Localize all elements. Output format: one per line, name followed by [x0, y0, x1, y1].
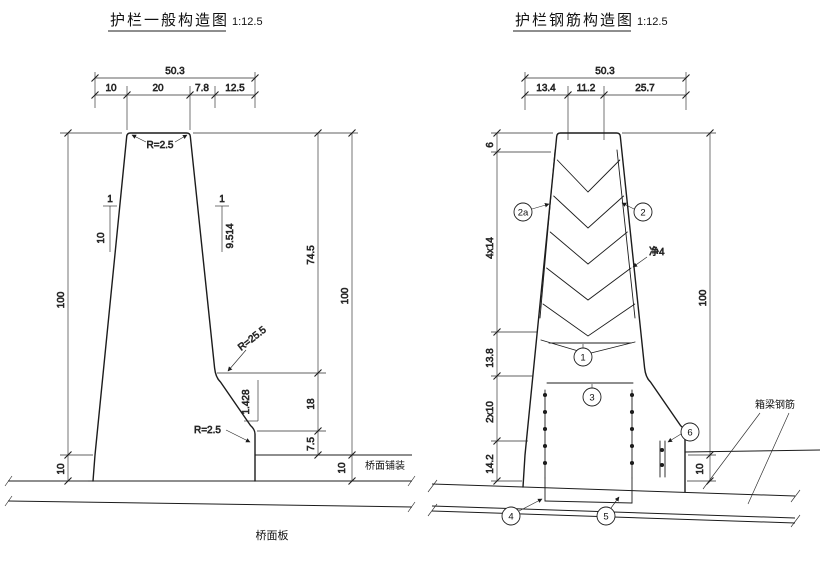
radius-bottom-label: R=2.5 — [194, 425, 221, 436]
right-dim-100: 100 — [698, 289, 709, 306]
left-dim-height-100: 100 — [56, 291, 67, 308]
clear-spacing-note: 净4 — [632, 245, 665, 268]
rebar-mark-2a: 2a — [513, 202, 550, 222]
svg-text:4: 4 — [508, 512, 513, 523]
rebar-mark-1: 1 — [573, 344, 593, 367]
girder-leader-line — [702, 412, 761, 490]
reinforcement-bars — [539, 149, 666, 504]
slope-right-rise: 1 — [219, 194, 225, 205]
right-barrier-outline — [522, 132, 686, 493]
left-dim-right-100: 100 — [340, 287, 351, 304]
right-dim-seg-2: 25.7 — [635, 83, 655, 94]
deck-slab-label: 桥面板 — [256, 528, 289, 542]
left-diagram-scale: 1:12.5 — [232, 16, 263, 28]
left-dim-7-5: 7.5 — [306, 437, 317, 451]
rebar-mark-2: 2 — [621, 202, 653, 222]
left-dim-seg-3: 12.5 — [225, 83, 245, 94]
pavement-label: 桥面铺装 — [365, 459, 405, 472]
left-dim-embed-10: 10 — [56, 463, 67, 475]
break-mark — [790, 489, 801, 503]
break-mark — [407, 475, 416, 487]
left-slope-annotations: 1 10 1 9.514 — [96, 194, 236, 252]
right-diagram-scale: 1:12.5 — [637, 16, 668, 28]
rebar-mark-6: 6 — [667, 422, 700, 443]
break-mark — [4, 495, 13, 507]
right-diagram: 护栏钢筋构造图 1:12.5 50.3 13.4 11.2 25.7 — [427, 12, 821, 528]
left-diagram-title: 护栏一般构造图 — [110, 12, 229, 29]
left-diagram: 护栏一般构造图 1:12.5 50.3 10 20 7.8 12.5 — [4, 12, 416, 542]
radius-top-label: R=2.5 — [147, 140, 174, 151]
right-dim-14-2: 14.2 — [485, 454, 496, 474]
right-dim-13-8: 13.8 — [485, 348, 496, 368]
svg-text:5: 5 — [603, 512, 608, 523]
right-left-dimensions: 6 4x14 13.8 2x10 14.2 — [485, 128, 553, 486]
rebar-mark-3: 3 — [582, 384, 602, 407]
left-top-dimensions: 50.3 10 20 7.8 12.5 — [90, 66, 260, 130]
right-dim-seg-0: 13.4 — [536, 83, 556, 94]
left-deck-structure: 桥面铺装 桥面板 — [4, 454, 416, 542]
break-mark — [427, 503, 438, 517]
left-dim-pavement-10: 10 — [337, 462, 348, 474]
right-dim-4x14: 4x14 — [485, 237, 496, 259]
break-mark — [427, 479, 438, 493]
left-dim-18: 18 — [306, 398, 317, 410]
rebar-marks: 2a 2 1 3 4 — [501, 202, 700, 526]
svg-text:6: 6 — [687, 428, 692, 439]
lower-slope-label: 1.428 — [241, 389, 252, 414]
girder-leader-line — [747, 412, 790, 505]
left-dim-total: 50.3 — [165, 66, 185, 77]
left-radius-annotations: R=2.5 R=25.5 1.428 R=2.5 — [131, 134, 269, 443]
break-mark — [4, 475, 13, 487]
right-diagram-title: 护栏钢筋构造图 — [515, 12, 634, 29]
deck-bottom-line — [7, 500, 413, 508]
right-dim-6: 6 — [485, 142, 496, 148]
right-top-dimensions: 50.3 13.4 11.2 25.7 — [520, 66, 691, 140]
left-right-side-dimensions: 74.5 18 7.5 100 10 — [193, 128, 358, 486]
right-right-dimensions: 100 10 — [622, 128, 716, 486]
slope-left-rise: 1 — [107, 194, 113, 205]
left-dim-74-5: 74.5 — [306, 245, 317, 265]
svg-text:1: 1 — [580, 353, 585, 364]
pavement-surface-line — [684, 449, 821, 453]
break-mark — [790, 514, 801, 528]
right-dim-seg-1: 11.2 — [577, 83, 596, 94]
left-height-dimensions: 100 10 — [56, 128, 122, 486]
right-dim-total: 50.3 — [595, 66, 615, 77]
svg-text:2: 2 — [640, 208, 645, 219]
clear-spacing-label: 净4 — [649, 245, 665, 258]
rebar-mark-4: 4 — [501, 498, 543, 526]
svg-text:2a: 2a — [518, 208, 529, 219]
left-dim-seg-1: 20 — [152, 83, 164, 94]
left-barrier-outline — [92, 132, 256, 482]
girder-rebar-label: 箱梁钢筋 — [755, 398, 795, 411]
right-dim-pavement-10: 10 — [695, 463, 706, 475]
slope-right-run: 9.514 — [225, 223, 236, 248]
svg-text:3: 3 — [589, 393, 594, 404]
slope-left-run: 10 — [96, 232, 107, 244]
right-dim-2x10: 2x10 — [485, 401, 496, 423]
radius-mid-label: R=25.5 — [236, 324, 269, 353]
left-dim-seg-0: 10 — [105, 83, 117, 94]
left-dim-seg-2: 7.8 — [195, 83, 209, 94]
break-mark — [407, 501, 416, 513]
rebar-mark-5: 5 — [596, 496, 620, 526]
deck-top-line — [431, 483, 796, 497]
